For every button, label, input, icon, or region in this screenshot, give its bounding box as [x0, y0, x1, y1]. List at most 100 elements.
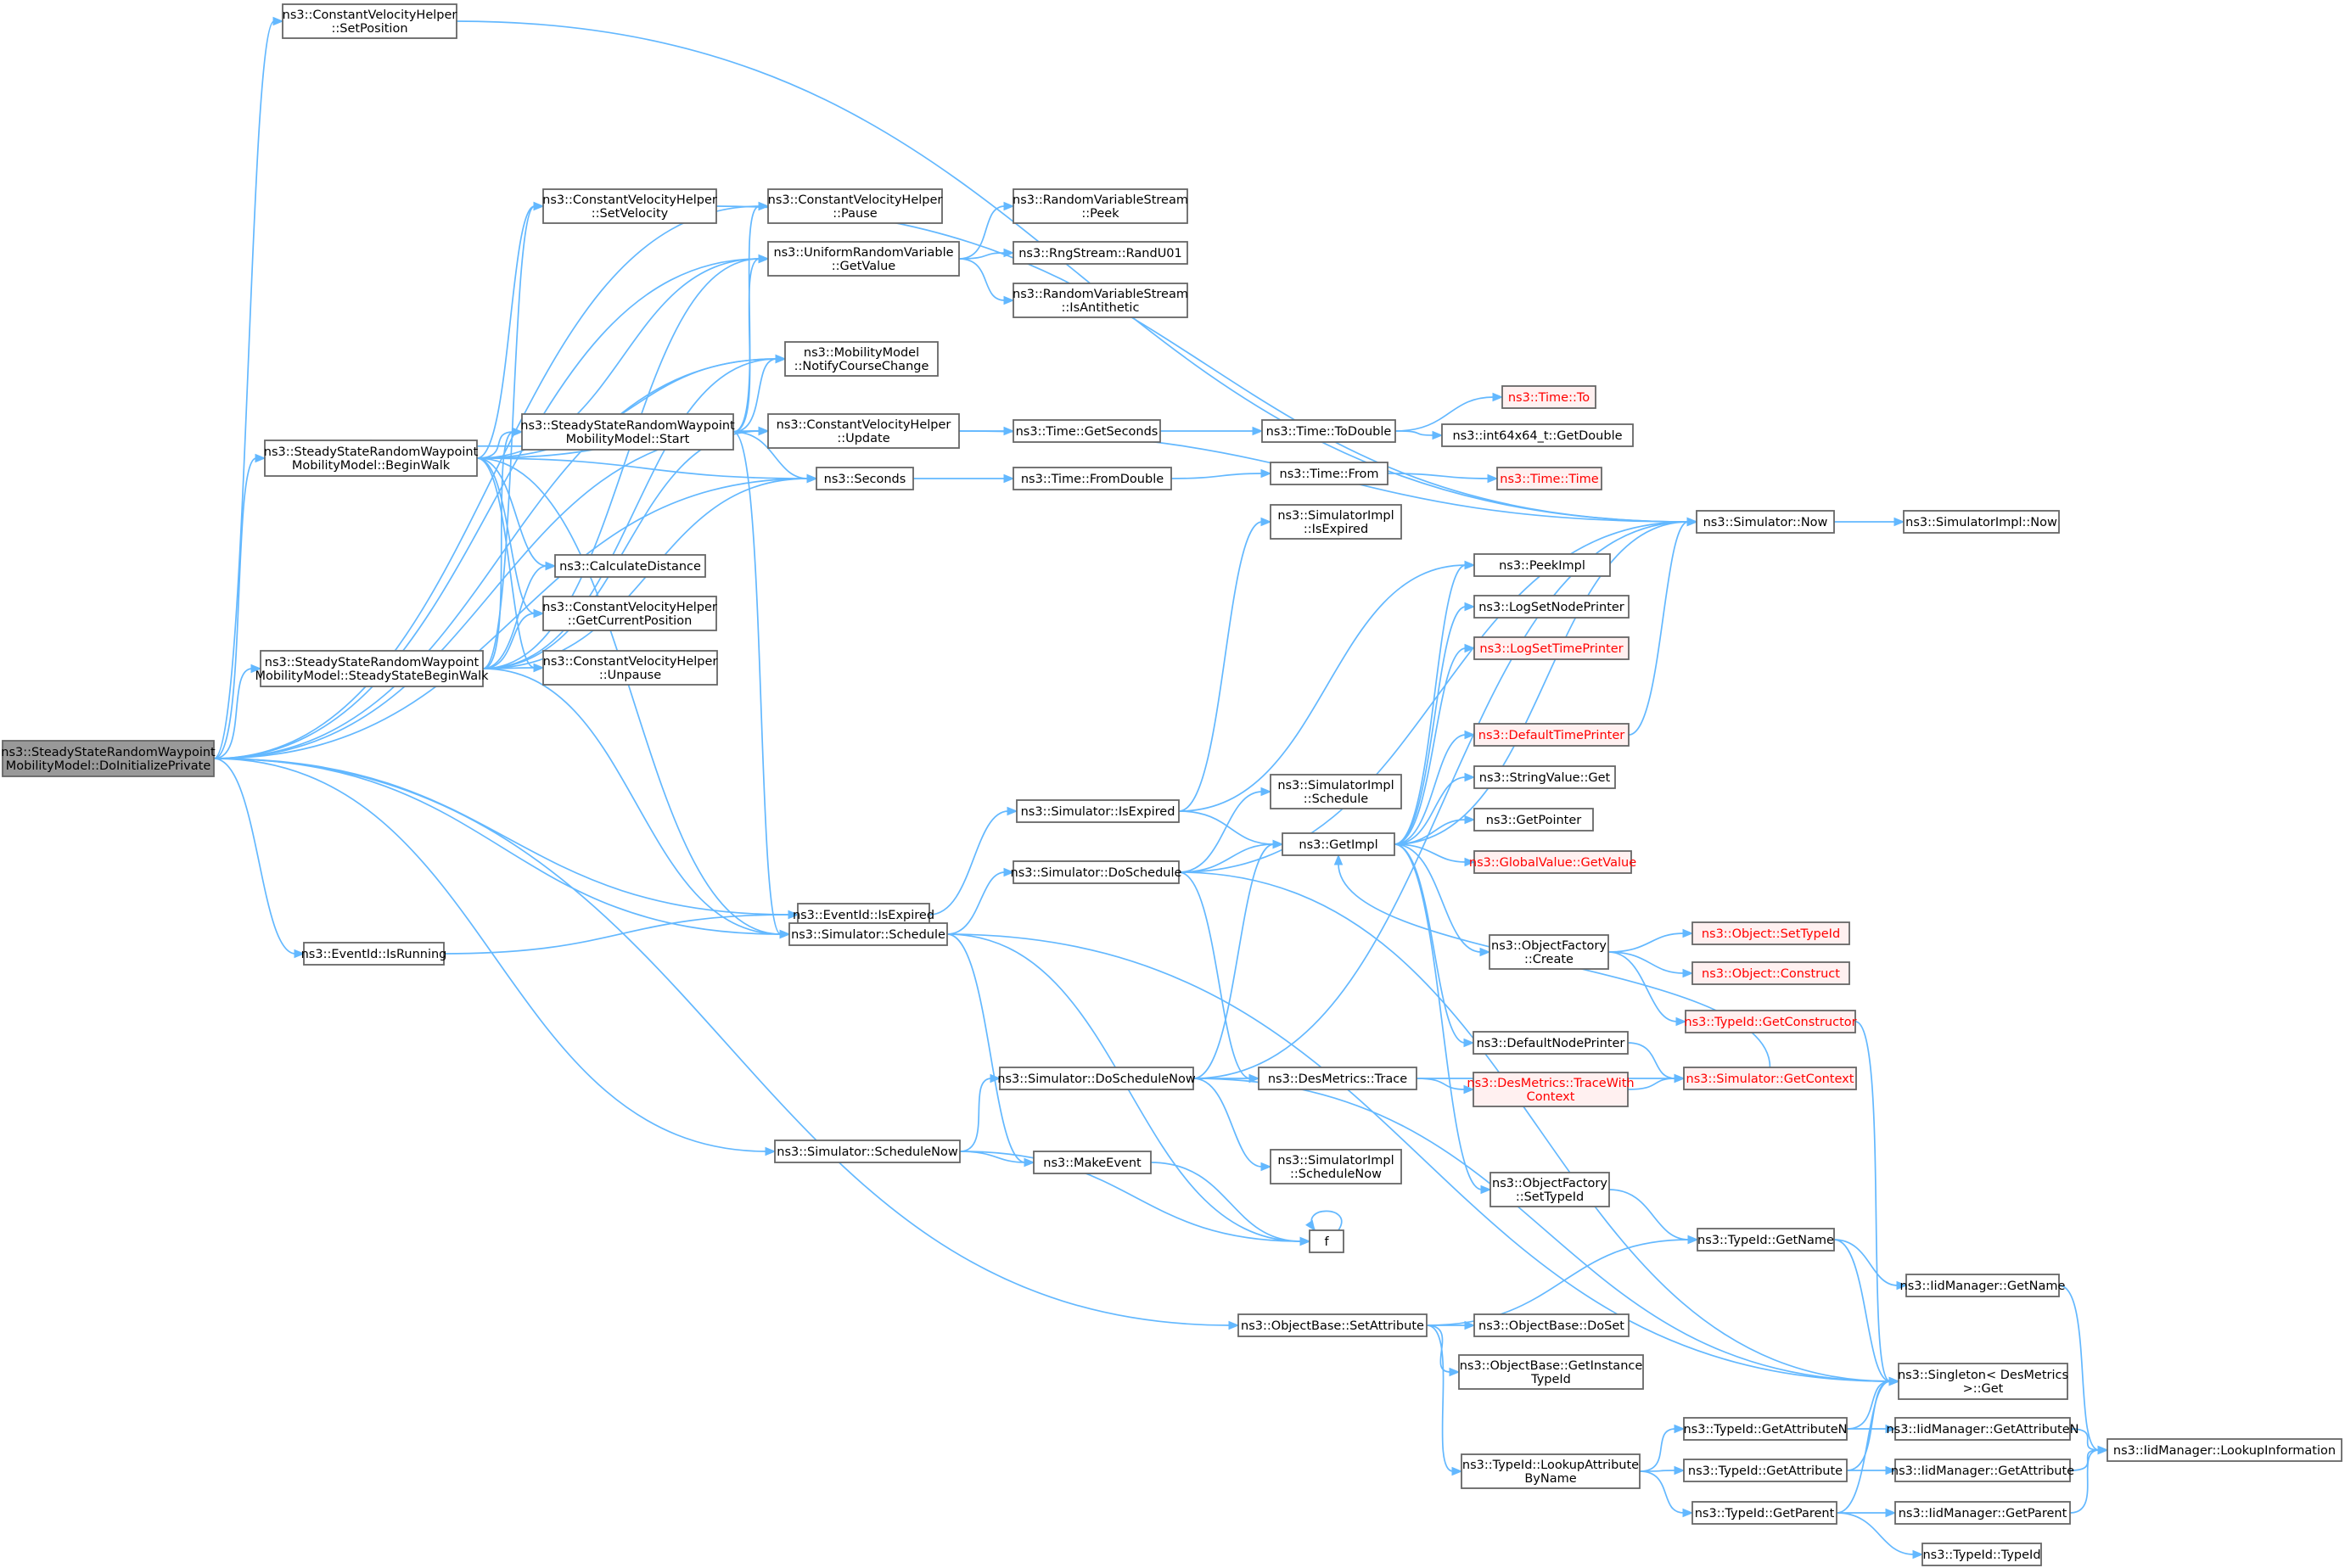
node-objbase-doset[interactable]: ns3::ObjectBase::DoSet — [1473, 1313, 1630, 1337]
edge-line — [482, 613, 536, 669]
node-getpointer[interactable]: ns3::GetPointer — [1473, 808, 1594, 832]
node-makeevent[interactable]: ns3::MakeEvent — [1033, 1151, 1152, 1174]
node-label: ns3::TypeId::GetName — [1697, 1234, 1834, 1247]
edge-line — [1854, 1021, 1891, 1382]
node-cvh-getcurpos[interactable]: ns3::ConstantVelocityHelper::GetCurrentP… — [542, 596, 717, 631]
node-label: ns3::SimulatorImpl — [1277, 509, 1394, 523]
node-sim-schedulenow[interactable]: ns3::Simulator::ScheduleNow — [774, 1140, 961, 1163]
node-time-time[interactable]: ns3::Time::Time — [1496, 467, 1602, 490]
node-iid-getattr[interactable]: ns3::IidManager::GetAttribute — [1891, 1459, 2074, 1482]
node-ssbegin-walk[interactable]: ns3::SteadyStateRandomWaypointMobilityMo… — [255, 650, 489, 687]
node-seconds[interactable]: ns3::Seconds — [816, 467, 914, 490]
node-sim-getcontext[interactable]: ns3::Simulator::GetContext — [1683, 1067, 1857, 1090]
node-defaulttime[interactable]: ns3::DefaultTimePrinter — [1473, 723, 1630, 747]
node-f[interactable]: f — [1309, 1229, 1344, 1253]
node-box — [1033, 1151, 1152, 1174]
node-typeid-getattr[interactable]: ns3::TypeId::GetAttribute — [1683, 1459, 1848, 1482]
node-simimpl-schedulenow[interactable]: ns3::SimulatorImpl::ScheduleNow — [1270, 1149, 1402, 1184]
node-sim-doschedulenow[interactable]: ns3::Simulator::DoScheduleNow — [997, 1067, 1196, 1090]
edge-line — [715, 205, 1689, 523]
node-cvh-unpause[interactable]: ns3::ConstantVelocityHelper::Unpause — [542, 650, 718, 686]
node-peekimpl[interactable]: ns3::PeekImpl — [1473, 553, 1611, 577]
node-start[interactable]: ns3::SteadyStateRandomWaypointMobilityMo… — [520, 413, 735, 451]
edge-root-to-ssbegin-walk — [213, 664, 262, 759]
node-logsetnode[interactable]: ns3::LogSetNodePrinter — [1473, 595, 1630, 619]
node-begin-walk[interactable]: ns3::SteadyStateRandomWaypointMobilityMo… — [264, 440, 479, 477]
edge-sim-isexpired-to-simimpl-isexpired — [1178, 517, 1272, 812]
node-eventid-isexpired[interactable]: ns3::EventId::IsExpired — [793, 903, 934, 927]
node-singleton-get[interactable]: ns3::Singleton< DesMetrics >::Get — [1898, 1363, 2068, 1400]
edge-arrow — [1480, 1184, 1492, 1195]
node-label: ns3::SimulatorImpl::Now — [1905, 516, 2057, 529]
node-sim-now[interactable]: ns3::Simulator::Now — [1696, 510, 1835, 534]
node-mm-notify[interactable]: ns3::MobilityModel::NotifyCourseChange — [784, 341, 939, 377]
node-cvh-update[interactable]: ns3::ConstantVelocityHelper::Update — [767, 413, 960, 449]
node-label: ::Peek — [1081, 207, 1119, 221]
node-box — [1921, 1543, 2042, 1566]
node-iid-getattrn[interactable]: ns3::IidManager::GetAttributeN — [1886, 1417, 2079, 1441]
node-rvs-isanti[interactable]: ns3::RandomVariableStream::IsAntithetic — [1013, 283, 1188, 318]
node-label: ns3::ConstantVelocityHelper — [542, 601, 717, 614]
node-time-from[interactable]: ns3::Time::From — [1270, 462, 1388, 485]
node-iid-lookup[interactable]: ns3::IidManager::LookupInformation — [2107, 1438, 2342, 1462]
node-object-settypeid[interactable]: ns3::Object::SetTypeId — [1691, 921, 1850, 945]
node-defaultnode[interactable]: ns3::DefaultNodePrinter — [1473, 1031, 1629, 1055]
node-simimpl-isexpired[interactable]: ns3::SimulatorImpl::IsExpired — [1270, 504, 1402, 540]
node-desmetrics-trace[interactable]: ns3::DesMetrics::Trace — [1258, 1067, 1417, 1090]
node-root[interactable]: ns3::SteadyStateRandomWaypointMobilityMo… — [1, 740, 216, 777]
edge-line — [1394, 606, 1467, 845]
edge-line — [1178, 810, 1275, 845]
edge-arrow — [1252, 426, 1264, 436]
node-typeid-getname[interactable]: ns3::TypeId::GetName — [1697, 1228, 1835, 1252]
node-time-to[interactable]: ns3::Time::To — [1501, 385, 1596, 409]
node-iid-getparent[interactable]: ns3::IidManager::GetParent — [1894, 1501, 2071, 1525]
node-label: ns3::RngStream::RandU01 — [1018, 247, 1182, 260]
node-typeid-getparent[interactable]: ns3::TypeId::GetParent — [1691, 1501, 1837, 1525]
node-sim-schedule[interactable]: ns3::Simulator::Schedule — [788, 922, 948, 946]
node-cvh-setvel[interactable]: ns3::ConstantVelocityHelper::SetVelocity — [542, 188, 717, 224]
node-label: TypeId — [1530, 1373, 1571, 1386]
edge-line — [1846, 1380, 1891, 1430]
edge-line — [958, 205, 1006, 260]
node-iid-getname[interactable]: ns3::IidManager::GetName — [1900, 1274, 2066, 1297]
node-logsettime[interactable]: ns3::LogSetTimePrinter — [1473, 636, 1630, 660]
node-time-fromdouble[interactable]: ns3::Time::FromDouble — [1013, 467, 1172, 490]
node-cvh-pause[interactable]: ns3::ConstantVelocityHelper::Pause — [767, 188, 943, 224]
edge-line — [1192, 843, 1275, 1079]
edge-line — [1178, 521, 1689, 873]
node-globalvalue-getvalue[interactable]: ns3::GlobalValue::GetValue — [1469, 850, 1636, 874]
edge-arrow — [1003, 473, 1015, 484]
node-objfactory-settypeid[interactable]: ns3::ObjectFactory::SetTypeId — [1489, 1172, 1610, 1207]
node-stringvalue-get[interactable]: ns3::StringValue::Get — [1473, 765, 1616, 789]
node-typeid-typeid[interactable]: ns3::TypeId::TypeId — [1921, 1543, 2042, 1566]
edge-arrow — [990, 1073, 1001, 1084]
node-simimpl-schedule[interactable]: ns3::SimulatorImpl::Schedule — [1270, 774, 1402, 809]
node-typeid-getattrn[interactable]: ns3::TypeId::GetAttributeN — [1683, 1417, 1848, 1441]
node-cvh-setpos[interactable]: ns3::ConstantVelocityHelper::SetPosition — [282, 3, 457, 39]
node-rvs-peek[interactable]: ns3::RandomVariableStream::Peek — [1013, 188, 1188, 224]
edge-arrow — [1464, 643, 1476, 653]
node-eventid-isrunning[interactable]: ns3::EventId::IsRunning — [301, 942, 447, 966]
node-time-getseconds[interactable]: ns3::Time::GetSeconds — [1013, 419, 1161, 443]
node-time-todouble[interactable]: ns3::Time::ToDouble — [1261, 419, 1396, 443]
node-typeid-getconstructor[interactable]: ns3::TypeId::GetConstructor — [1684, 1010, 1857, 1033]
node-objfactory-create[interactable]: ns3::ObjectFactory::Create — [1489, 934, 1609, 970]
node-sim-isexpired[interactable]: ns3::Simulator::IsExpired — [1016, 799, 1180, 823]
edge-line — [1627, 1042, 1676, 1079]
node-objbase-setattr[interactable]: ns3::ObjectBase::SetAttribute — [1237, 1313, 1428, 1337]
node-object-construct[interactable]: ns3::Object::Construct — [1691, 961, 1850, 985]
node-int64-getdouble[interactable]: ns3::int64x64_t::GetDouble — [1441, 423, 1634, 447]
edge-root-to-cvh-setpos — [213, 16, 284, 759]
node-box — [1894, 1417, 2071, 1441]
node-rng-randu01[interactable]: ns3::RngStream::RandU01 — [1013, 241, 1188, 265]
node-sim-doschedule[interactable]: ns3::Simulator::DoSchedule — [1011, 860, 1182, 884]
node-box — [1013, 188, 1188, 224]
node-simimpl-now[interactable]: ns3::SimulatorImpl::Now — [1903, 510, 2060, 534]
edge-line — [213, 430, 760, 759]
node-urv-getvalue[interactable]: ns3::UniformRandomVariable::GetValue — [767, 241, 960, 277]
node-calc-distance[interactable]: ns3::CalculateDistance — [554, 554, 706, 578]
node-getimpl[interactable]: ns3::GetImpl — [1282, 832, 1395, 856]
